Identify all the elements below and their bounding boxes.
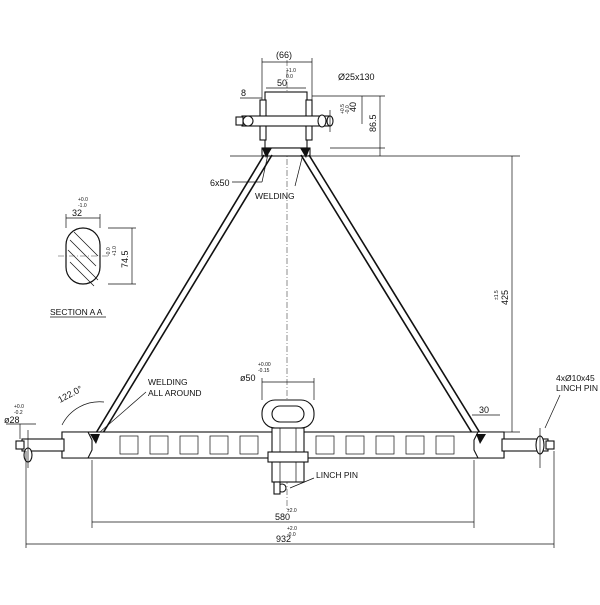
dim-main-height: 425 (500, 290, 510, 305)
dim-main-height-tol: ±1.5 (494, 290, 500, 300)
right-end-pin (501, 428, 555, 468)
dim-end-tol-lower: -0.2 (14, 410, 23, 416)
dim-hitch-tol-upper: +0.00 (258, 362, 271, 368)
dim-span-580: 580 (275, 512, 290, 522)
dim-top-width-ref: (66) (276, 50, 292, 60)
dim-section-width-tol-lower: -1.0 (78, 203, 87, 209)
annotation-texts: WELDING WELDING ALL AROUND SECTION A A 4… (50, 191, 598, 480)
weld-mark-top-right (300, 148, 310, 158)
dim-end-tol-upper: +0.0 (14, 404, 24, 410)
dim-pin-spec: Ø25x130 (338, 72, 375, 82)
label-welding-all-1: WELDING (148, 377, 188, 387)
centre-hitch (261, 399, 315, 495)
dim-section-width: 32 (72, 208, 82, 218)
hitch-ring-inner (271, 405, 305, 423)
left-pin-tip (15, 440, 25, 450)
label-linch-pin-right-1: 4xØ10x45 (556, 373, 595, 383)
dim-section-height: 74.5 (120, 250, 130, 268)
dim-top-width-tol-lower: 0.0 (286, 74, 293, 80)
dim-span-932: 932 (276, 534, 291, 544)
label-welding-all-2: ALL AROUND (148, 388, 202, 398)
top-mast-assembly (235, 91, 334, 158)
hitch-lower-plate (273, 481, 281, 495)
top-pin (241, 115, 331, 127)
dim-end-length: 30 (479, 405, 489, 415)
dim-height-40: 40 (348, 102, 358, 112)
right-pin-tip (545, 440, 555, 450)
dim-span-932-tol-upper: +2.0 (287, 526, 297, 532)
dim-weld-size: 6x50 (210, 178, 230, 188)
dim-hitch-tol-lower: -0.15 (258, 368, 270, 374)
left-end-pin (15, 430, 65, 468)
dim-section-thick-tol-upper: -0.0 (106, 247, 112, 256)
dim-angle: 122.0° (56, 383, 84, 404)
dim-height-40-tol-upper: +0.5 (340, 104, 346, 114)
section-a-a (50, 214, 136, 318)
dim-top-width-tol-upper: +1.0 (286, 68, 296, 74)
label-linch-pin-right-2: LINCH PIN (556, 383, 598, 393)
cross-bar-left-taper (61, 431, 93, 459)
label-welding-top: WELDING (255, 191, 295, 201)
dim-section-width-tol-upper: +0.0 (78, 197, 88, 203)
label-section: SECTION A A (50, 307, 103, 317)
hitch-pin (267, 451, 309, 463)
diagonal-struts (95, 154, 481, 434)
weld-mark-top-left (262, 148, 272, 158)
dim-hitch-dia: ø50 (240, 373, 256, 383)
dim-section-thick-tol-lower: +1.0 (112, 246, 118, 256)
dimension-lines (6, 58, 561, 548)
dim-inner-width: 50 (277, 78, 287, 88)
top-pin-linch (317, 114, 327, 128)
dim-end-dia: ø28 (4, 415, 20, 425)
dim-height-86: 86.5 (368, 114, 378, 132)
dim-height-40-tol-lower: -0.0 (345, 105, 351, 114)
dim-left-offset: 8 (241, 88, 246, 98)
cross-bar-tube-marks (119, 435, 455, 455)
top-pin-head (242, 115, 254, 127)
label-linch-pin-bottom: LINCH PIN (316, 470, 358, 480)
top-pin-end (235, 116, 244, 126)
dim-span-580-tol: ±2.0 (287, 508, 297, 514)
dim-span-932-tol-lower: -0.0 (287, 532, 296, 538)
